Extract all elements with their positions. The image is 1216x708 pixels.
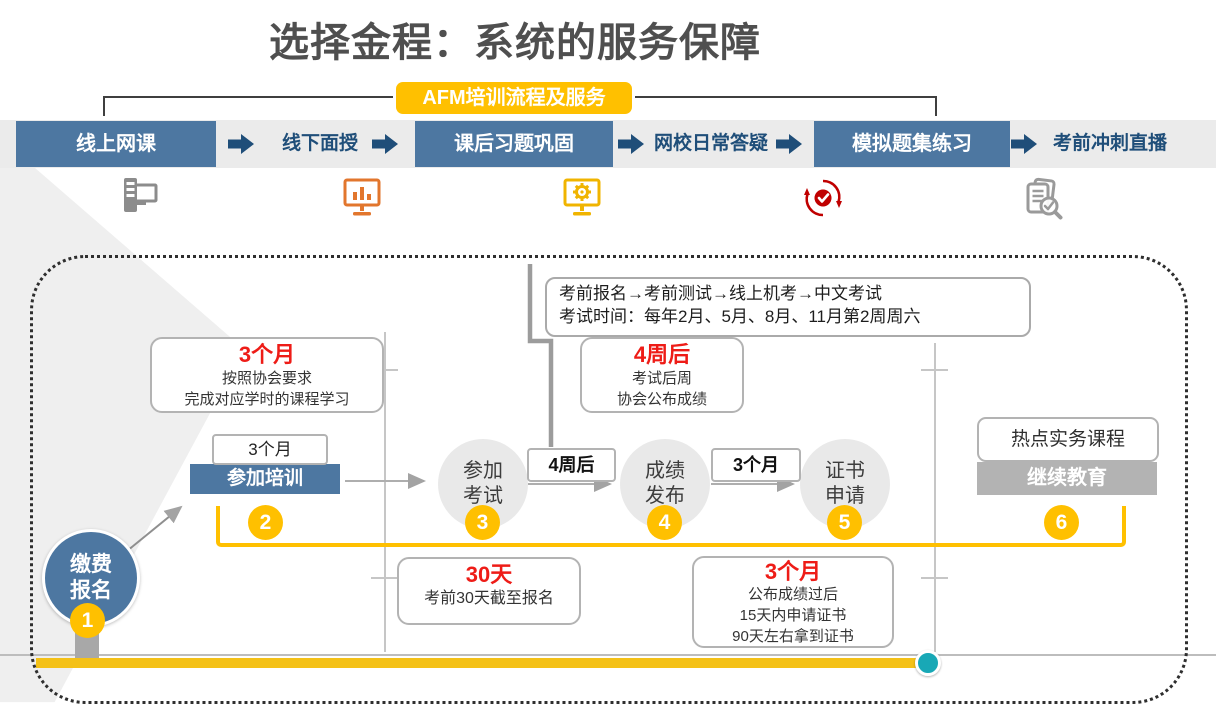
stage-certificate-line1: 证书 <box>825 460 865 482</box>
extra-course-box: 热点实务课程 <box>977 417 1159 462</box>
stage-training-box: 参加培训 <box>190 464 340 494</box>
certificate-callout-line3: 90天左右拿到证书 <box>732 628 854 645</box>
computer-icon <box>124 178 158 212</box>
gap-exam-results-box: 4周后 <box>527 448 616 482</box>
stage-number-badge-6: 6 <box>1044 505 1079 540</box>
step-online-course: 线上网课 <box>16 121 216 167</box>
stage-continuing-education-box: 继续教育 <box>977 462 1157 495</box>
stage-results-line2: 发布 <box>645 485 685 507</box>
step-mock-exams: 模拟题集练习 <box>814 121 1010 167</box>
banner-badge: AFM培训流程及服务 <box>396 82 632 114</box>
step-offline-class: 线下面授 <box>281 133 358 154</box>
progress-line <box>36 658 918 668</box>
exam-info-line2: 考试时间：每年2月、5月、8月、11月第2周周六 <box>559 307 921 326</box>
certificate-callout-title: 3个月 <box>764 559 822 584</box>
deadline-callout: 30天 考前30天截至报名 <box>397 557 581 625</box>
stage-pay-circle: 缴费 报名 <box>42 529 140 627</box>
gap-results-cert-box: 3个月 <box>711 448 801 482</box>
stage-number-badge-5: 5 <box>827 505 862 540</box>
step-daily-qa: 网校日常答疑 <box>653 133 768 154</box>
stage-results-line1: 成绩 <box>645 460 685 482</box>
gear-monitor-icon <box>563 178 601 216</box>
results-callout-title: 4周后 <box>633 342 691 367</box>
deadline-callout-line1: 考前30天截至报名 <box>424 590 554 607</box>
results-callout-line1: 考试后周 <box>631 370 692 387</box>
stage-pay-line2: 报名 <box>70 579 112 602</box>
stage-number-badge-2: 2 <box>248 505 283 540</box>
training-callout-title: 3个月 <box>238 342 296 367</box>
gear-refresh-icon <box>804 179 842 217</box>
page-title: 选择金程：系统的服务保障 <box>269 21 761 65</box>
step-homework: 课后习题巩固 <box>415 121 613 167</box>
progress-dot <box>915 650 941 676</box>
stage-pay-line1: 缴费 <box>70 553 112 576</box>
chart-monitor-icon <box>343 178 381 216</box>
results-callout-line2: 协会公布成绩 <box>616 391 707 408</box>
stage-number-badge-1: 1 <box>70 603 105 638</box>
doc-search-icon <box>1026 177 1063 220</box>
bottom-gray-line <box>0 654 1216 656</box>
deadline-callout-title: 30天 <box>465 562 513 587</box>
training-callout: 3个月 按照协会要求 完成对应学时的课程学习 <box>150 337 384 413</box>
arrow-right-icon <box>372 134 398 154</box>
training-duration-box: 3个月 <box>212 434 328 465</box>
stage-exam-line1: 参加 <box>463 460 503 482</box>
certificate-callout: 3个月 公布成绩过后 15天内申请证书 90天左右拿到证书 <box>692 556 894 648</box>
certificate-callout-line1: 公布成绩过后 <box>747 586 838 603</box>
arrow-right-icon <box>776 134 802 154</box>
exam-info-line1: 考前报名→考前测试→线上机考→中文考试 <box>559 284 882 303</box>
certificate-callout-line2: 15天内申请证书 <box>739 607 847 624</box>
arrow-right-icon <box>228 134 254 154</box>
arrow-right-icon <box>618 134 644 154</box>
training-callout-line2: 完成对应学时的课程学习 <box>184 391 350 408</box>
stage-number-badge-4: 4 <box>647 505 682 540</box>
arrow-right-icon <box>1011 134 1037 154</box>
stage-certificate-line2: 申请 <box>825 485 865 507</box>
results-callout: 4周后 考试后周 协会公布成绩 <box>580 337 744 413</box>
exam-info-callout: 考前报名→考前测试→线上机考→中文考试 考试时间：每年2月、5月、8月、11月第… <box>545 277 1031 337</box>
step-sprint-live: 考前冲刺直播 <box>1052 133 1167 154</box>
stage-number-badge-3: 3 <box>465 505 500 540</box>
training-callout-line1: 按照协会要求 <box>221 370 312 387</box>
stage-exam-line2: 考试 <box>463 485 503 507</box>
timeline-bracket <box>216 506 1126 547</box>
